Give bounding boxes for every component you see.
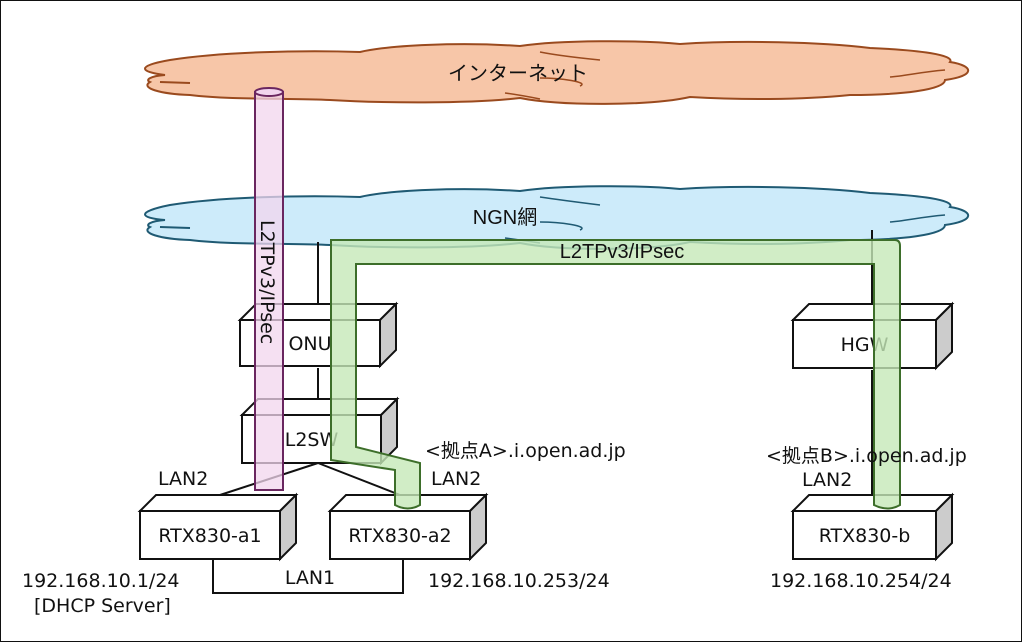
internet-cloud-fold (889, 69, 946, 78)
internet-label: インターネット (448, 62, 588, 85)
internet-cloud-fold (539, 77, 583, 87)
ngn-cloud-shape (144, 185, 970, 250)
links (212, 230, 873, 594)
rtx-a1-ip: 192.168.10.1/24 (22, 570, 180, 592)
device-hgw-front (792, 319, 937, 369)
site-b-domain: <拠点B>.i.open.ad.jp (766, 445, 967, 467)
tunnel-a2-to-b-label: L2TPv3/IPsec (560, 241, 685, 263)
tunnel-a2-to-b-pipe (330, 239, 901, 510)
tunnel-a1-internet-label: L2TPv3/IPsec (256, 220, 278, 344)
device-hgw: HGW (790, 301, 955, 371)
internet-cloud-fold (504, 92, 541, 100)
device-rtx830-b-front (792, 510, 937, 560)
internet-cloud-fold (539, 51, 601, 61)
internet-cloud: インターネット (144, 40, 970, 105)
device-rtx830-a2-front (329, 510, 471, 560)
internet-cloud-fold (159, 81, 191, 84)
ngn-cloud-fold (539, 196, 601, 206)
device-rtx830-a1-top (137, 494, 299, 512)
rtx-a2-ip: 192.168.10.253/24 (428, 570, 610, 592)
device-rtx830-a1-front (139, 510, 281, 560)
ngn-cloud-fold (159, 226, 191, 229)
internet-cloud-shape (144, 40, 970, 105)
site-a-domain: <拠点A>.i.open.ad.jp (425, 440, 626, 462)
link-l2sw-rtx-a2 (317, 462, 401, 496)
rtx-b-port-label: LAN2 (802, 469, 852, 491)
lan1-label: LAN1 (285, 567, 335, 589)
ngn-label: NGN網 (473, 206, 537, 229)
link-lan1 (212, 560, 404, 594)
rtx-a1-port-label: LAN2 (158, 468, 208, 490)
device-rtx830-b-top (790, 494, 955, 512)
ngn-cloud: NGN網 (144, 185, 970, 250)
rtx-a2-port-label: LAN2 (431, 468, 481, 490)
ngn-cloud-fold (539, 221, 583, 231)
device-l2sw-label: L2SW (285, 429, 339, 451)
tunnel-a2-to-b: L2TPv3/IPsec (330, 239, 901, 510)
rtx-a1-role: [DHCP Server] (34, 595, 171, 617)
device-rtx830-b-label: RTX830-b (819, 525, 911, 547)
device-hgw-top (790, 303, 955, 321)
tunnel-a1-internet-cap (254, 87, 284, 97)
ngn-cloud-fold (889, 214, 946, 223)
device-rtx830-a2-label: RTX830-a2 (348, 525, 451, 547)
rtx-b-ip: 192.168.10.254/24 (770, 570, 952, 592)
device-rtx830-b: RTX830-b (790, 492, 955, 562)
tunnel-a1-internet: L2TPv3/IPsec (254, 87, 284, 491)
device-rtx830-a1: RTX830-a1 (137, 492, 299, 562)
device-onu-label: ONU (288, 333, 331, 355)
device-rtx830-a1-label: RTX830-a1 (158, 525, 261, 547)
